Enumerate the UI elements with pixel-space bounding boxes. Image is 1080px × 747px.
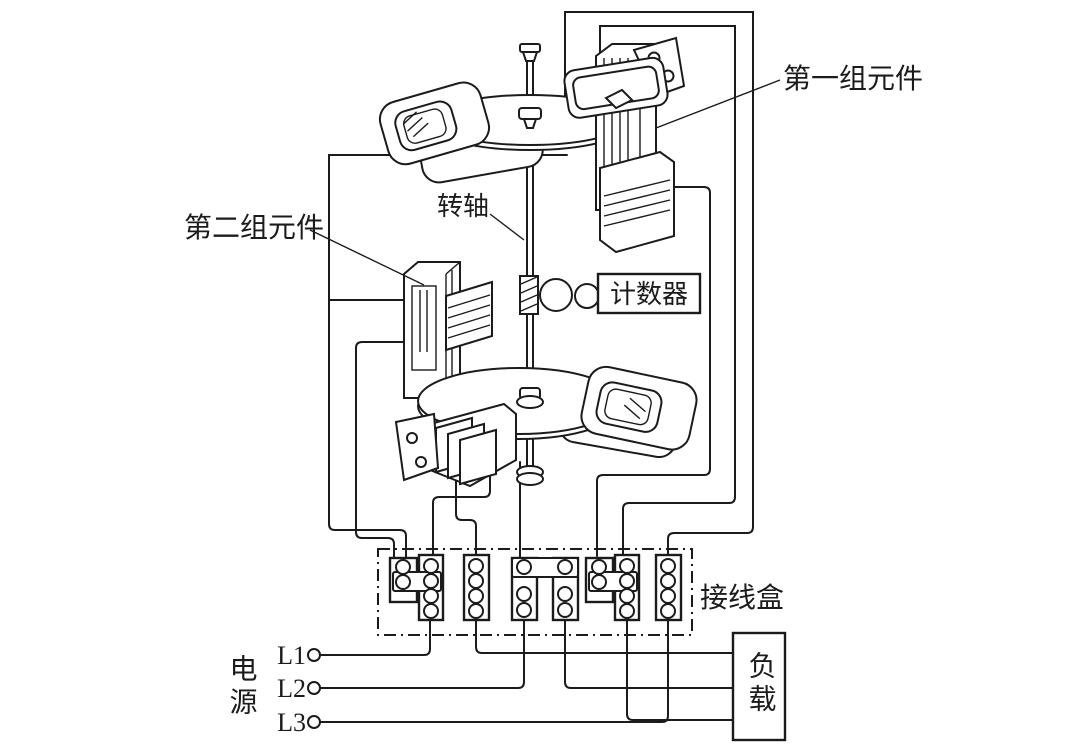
worm-gear [519, 275, 539, 315]
text-labels: 第一组元件 第二组元件 转轴 接线盒 电源 L1 L2 L3 [184, 63, 923, 737]
element1-pole-tip [604, 88, 634, 110]
element1-lower-pole [599, 150, 675, 254]
load-box: 负载 [731, 631, 787, 742]
l3-label: L3 [277, 708, 306, 737]
wire-l3 [319, 619, 669, 723]
element1-electromagnet [563, 36, 686, 254]
bottom-wiring [319, 619, 734, 723]
gear-wheel [574, 283, 600, 309]
wire-element2-coil-b [455, 479, 477, 557]
wire-l2 [319, 619, 525, 689]
element2-electromagnet [403, 261, 493, 399]
wire-load-b [564, 619, 734, 689]
lower-disk-assembly [394, 365, 698, 488]
lower-brake-magnet [580, 365, 698, 451]
counter-assembly: 计数器 [519, 272, 702, 315]
element1-leader [655, 79, 781, 129]
l3-terminal [307, 715, 321, 729]
wire-l1 [319, 619, 431, 656]
upper-disk-assembly [378, 43, 629, 184]
wire-loop-mid [599, 25, 736, 557]
lower-disk-hub-base [516, 395, 544, 409]
element2-coil [429, 402, 517, 488]
wire-load-a [475, 619, 734, 654]
element2-yoke [445, 280, 493, 352]
upper-brake-magnet [378, 81, 491, 166]
l2-label: L2 [277, 674, 306, 703]
upper-disk-hub-neck [522, 118, 538, 129]
wire-loop-inner [596, 186, 711, 557]
element2-bracket [394, 412, 440, 482]
l2-terminal [307, 681, 321, 695]
wire-element2-left [355, 341, 405, 558]
element2-window [411, 285, 437, 371]
element1-label: 第一组元件 [783, 63, 923, 95]
counter-label: 计数器 [610, 280, 688, 309]
upper-disk-hub [518, 107, 542, 120]
gear-wheel [539, 278, 573, 312]
shaft-top-pivot [519, 43, 541, 53]
l1-label: L1 [277, 641, 306, 670]
leader-lines [309, 79, 781, 286]
wire-element2-coil-a [432, 471, 491, 557]
terminal-box-outline [377, 548, 693, 636]
power-source-label: 电源 [226, 654, 257, 720]
shaft-bottom-bearing-base [516, 472, 544, 486]
element2-label: 第二组元件 [184, 212, 324, 244]
source-terminals [307, 648, 321, 729]
wiring-loops [328, 11, 754, 558]
wire-loop-outer [564, 11, 754, 557]
counter-box [596, 272, 702, 315]
l1-terminal [307, 648, 321, 662]
meter-frame [328, 154, 568, 558]
wire-load-c [626, 619, 734, 721]
load-box-outline [731, 631, 787, 742]
shaft-top-pivot-neck [521, 51, 539, 62]
terminal-box-label: 接线盒 [700, 582, 784, 614]
shaft-leader [489, 213, 525, 241]
shaft-label: 转轴 [437, 192, 489, 221]
terminal-box [377, 548, 693, 636]
load-label: 负载 [745, 651, 776, 717]
element1-coil [563, 56, 669, 119]
element2-leader [309, 229, 425, 286]
element2-bracket-hole [415, 456, 427, 468]
element2-bracket-hole [406, 432, 418, 444]
